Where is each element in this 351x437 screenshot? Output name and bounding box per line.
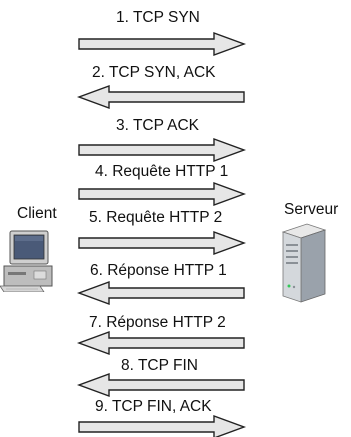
message-arrow-4-right bbox=[78, 181, 247, 207]
server-label: Serveur bbox=[284, 201, 339, 218]
message-label-4: 4. Requête HTTP 1 bbox=[95, 163, 229, 180]
message-arrow-2-left bbox=[76, 84, 245, 110]
message-label-1: 1. TCP SYN bbox=[116, 9, 200, 26]
message-label-7: 7. Réponse HTTP 2 bbox=[89, 314, 226, 331]
message-label-6: 6. Réponse HTTP 1 bbox=[90, 262, 227, 279]
message-label-2: 2. TCP SYN, ACK bbox=[92, 64, 216, 81]
server-icon bbox=[281, 223, 327, 303]
message-label-3: 3. TCP ACK bbox=[116, 117, 199, 134]
message-label-5: 5. Requête HTTP 2 bbox=[89, 209, 223, 226]
message-arrow-3-right bbox=[78, 137, 247, 163]
message-arrow-6-left bbox=[76, 280, 245, 306]
message-arrow-7-left bbox=[76, 330, 245, 356]
message-arrow-1-right bbox=[78, 31, 247, 57]
message-label-9: 9. TCP FIN, ACK bbox=[95, 398, 212, 415]
message-arrow-8-left bbox=[76, 372, 245, 398]
computer-icon bbox=[0, 230, 53, 292]
message-arrow-5-right bbox=[78, 230, 247, 256]
client-label: Client bbox=[17, 205, 57, 222]
message-label-8: 8. TCP FIN bbox=[121, 357, 198, 374]
message-arrow-9-right bbox=[78, 414, 247, 437]
